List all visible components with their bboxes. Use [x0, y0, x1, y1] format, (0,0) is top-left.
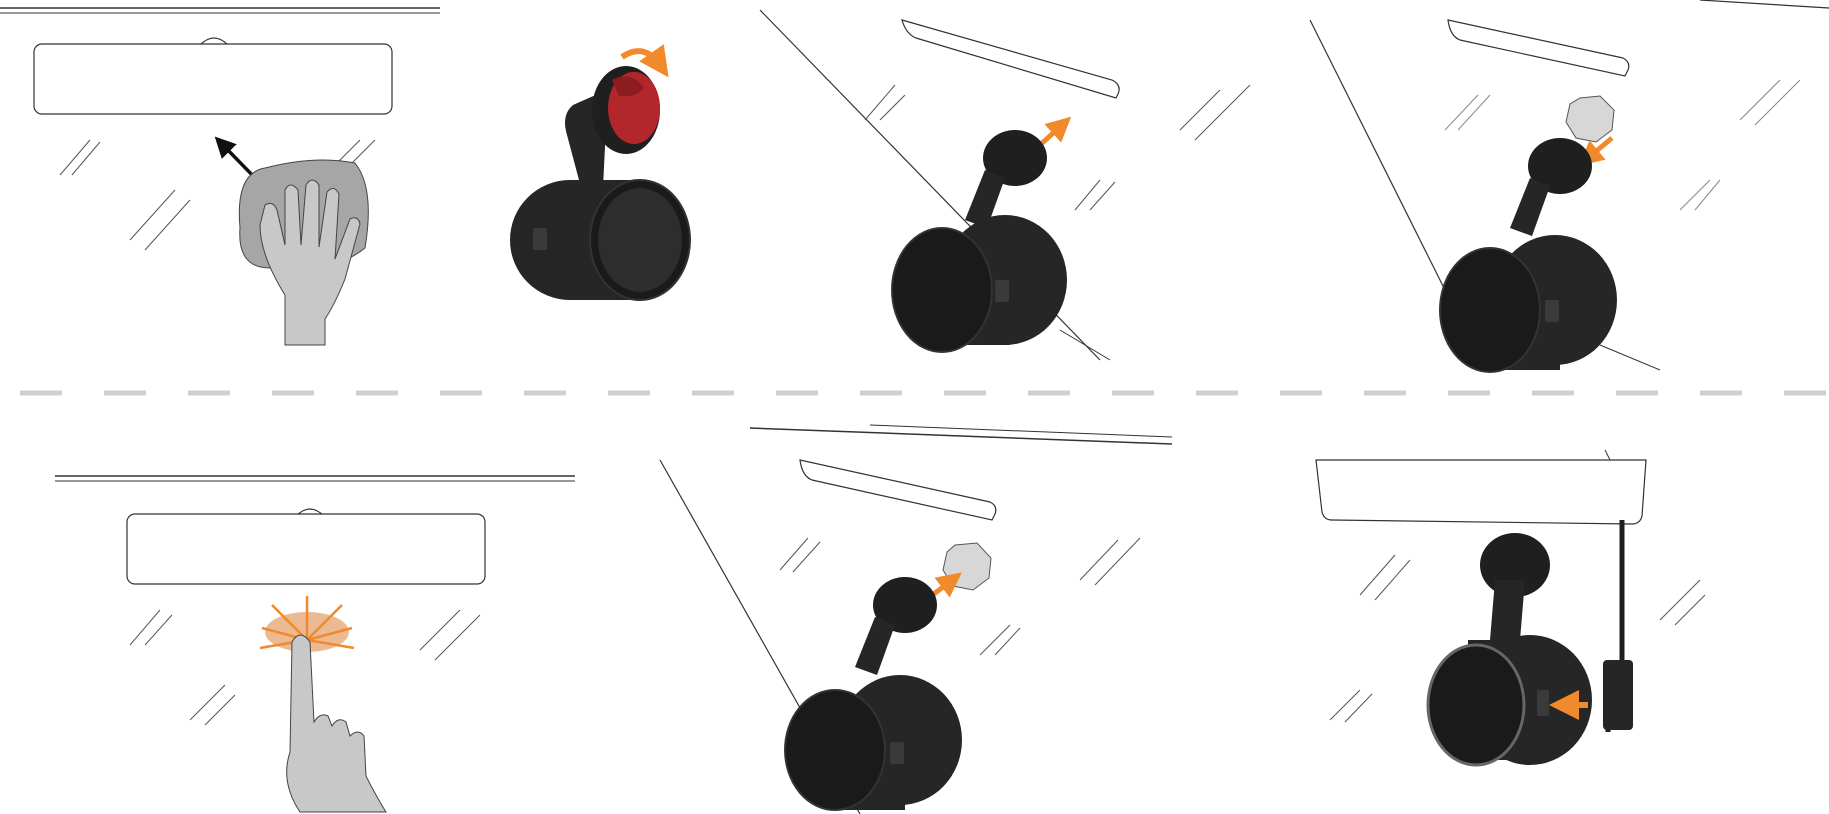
- rearview-mirror: [1448, 20, 1629, 76]
- panel-attach-pad-lower: [660, 425, 1172, 814]
- arrow-up-right-icon: [1040, 125, 1062, 145]
- dashcam-with-pad-icon: [1440, 138, 1617, 372]
- rearview-mirror: [1316, 460, 1646, 524]
- dashcam-mount-adhesive-icon: [510, 66, 690, 300]
- panel-clean-windshield: [0, 8, 440, 345]
- rearview-mirror: [800, 460, 996, 520]
- dashcam-with-pad-icon: [785, 577, 962, 810]
- hand-wiping-cloth-icon: [239, 160, 368, 345]
- panel-mount-to-glass: [760, 10, 1250, 360]
- panel-peel-adhesive: [510, 51, 690, 300]
- panel-plug-cable: [1316, 450, 1705, 765]
- rearview-mirror: [34, 44, 392, 114]
- rearview-mirror: [902, 20, 1119, 98]
- curved-arrow-icon: [622, 51, 660, 65]
- dashcam-on-windshield-icon: [892, 130, 1067, 352]
- finger-press-icon: [287, 635, 386, 812]
- adhesive-pad: [1566, 96, 1614, 142]
- panel-attach-pad: [1310, 0, 1829, 372]
- rearview-mirror: [127, 514, 485, 584]
- panel-press-to-glass: [55, 476, 575, 812]
- dashcam-cable-icon: [1428, 520, 1633, 765]
